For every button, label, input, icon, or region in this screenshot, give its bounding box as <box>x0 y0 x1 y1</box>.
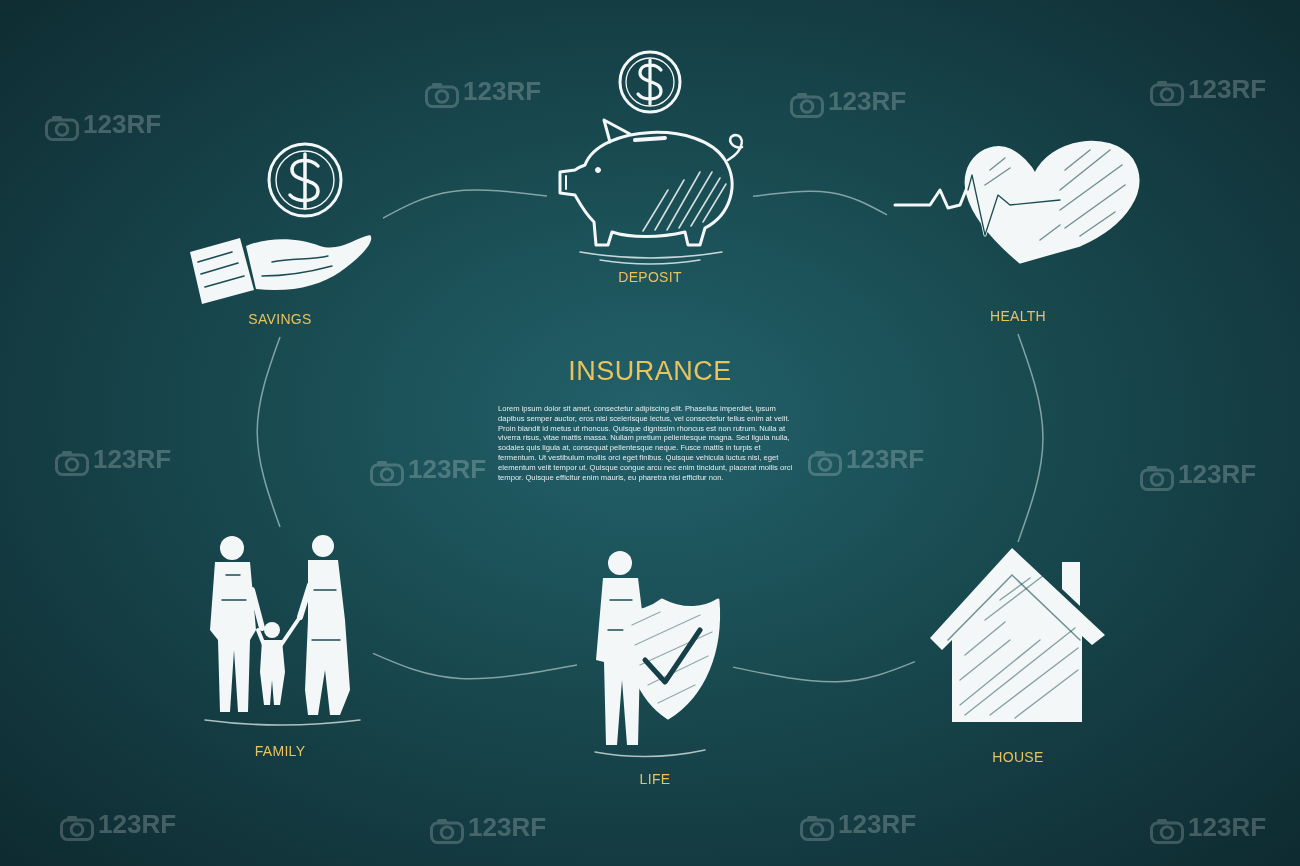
ring-arc <box>753 191 887 215</box>
watermark-icons-part <box>1142 466 1173 490</box>
savings-icon-part <box>290 154 318 208</box>
watermark-text: 123RF <box>83 109 161 139</box>
watermark-icons-part <box>792 93 823 117</box>
family-icon-part <box>252 590 262 628</box>
family-icon-part <box>222 575 340 640</box>
diagram-title: INSURANCE <box>450 355 850 387</box>
family-icon-part <box>258 617 300 645</box>
life-icon <box>595 551 719 757</box>
icon-node: HOUSE <box>918 545 1118 772</box>
watermark-text: 123RF <box>828 86 906 116</box>
ring-arc <box>383 190 547 218</box>
node-label: HOUSE <box>918 748 1118 766</box>
watermark-icons-part <box>810 451 841 475</box>
ring-arc <box>257 337 280 527</box>
health-icon-part <box>968 175 1060 235</box>
icon-node: DEPOSIT <box>550 72 750 292</box>
health-icon <box>895 142 1138 262</box>
watermark-icons-part <box>372 461 403 485</box>
family-icon-part <box>220 536 244 560</box>
ring-arc <box>1018 334 1043 542</box>
watermark-icons <box>47 81 1183 843</box>
icon-node: HEALTH <box>890 135 1146 331</box>
family-icon-part <box>264 622 280 638</box>
watermark-icons-part <box>802 816 833 840</box>
watermark-icons-part <box>62 816 93 840</box>
deposit-icon-part <box>728 135 742 160</box>
house-icon-part <box>948 575 1080 640</box>
icon-node: SAVINGS <box>180 130 380 334</box>
savings-icon-part <box>198 252 244 287</box>
life-icon-part <box>645 630 700 682</box>
watermark-icons-part <box>47 116 78 140</box>
body-text: Lorem ipsum dolor sit amet, consectetur … <box>498 404 800 482</box>
savings-icon-part <box>269 144 341 216</box>
watermark-text: 123RF <box>1188 812 1266 842</box>
savings-icon <box>190 144 371 304</box>
health-icon-part <box>895 175 1060 235</box>
icon-node: LIFE <box>580 545 730 794</box>
deposit-icon <box>560 52 742 264</box>
deposit-icon-part <box>643 172 726 231</box>
watermark-text: 123RF <box>463 76 541 106</box>
savings-icon-part <box>246 235 371 290</box>
watermark-text: 123RF <box>98 809 176 839</box>
house-icon <box>930 548 1105 722</box>
watermark-text: 123RF <box>468 812 546 842</box>
watermark-text: 123RF <box>408 454 486 484</box>
watermark-icons-part <box>427 83 458 107</box>
watermark-icons-part <box>1152 819 1183 843</box>
ring-arc <box>733 662 915 682</box>
node-label: FAMILY <box>190 742 370 760</box>
watermark-text: 123RF <box>1188 74 1266 104</box>
life-icon-part <box>625 600 719 718</box>
deposit-icon-part <box>560 132 732 245</box>
family-icon-part <box>300 585 310 617</box>
family-icon-part <box>312 535 334 557</box>
deposit-icon-part <box>638 60 661 104</box>
family-icon-part <box>210 562 256 712</box>
life-icon-part <box>595 750 705 757</box>
family-icon-part <box>260 640 285 705</box>
deposit-icon-part <box>580 252 722 264</box>
ring-arc <box>373 653 577 678</box>
watermark-icons-part <box>1152 81 1183 105</box>
savings-icon-part <box>190 238 254 304</box>
life-icon-part <box>608 551 632 575</box>
deposit-icon-part <box>604 120 630 142</box>
watermark-icons-part <box>432 819 463 843</box>
deposit-icon-part <box>596 168 601 173</box>
watermark-text: 123RF <box>93 444 171 474</box>
node-label: LIFE <box>580 770 730 788</box>
icon-node: FAMILY <box>190 530 370 766</box>
node-label: SAVINGS <box>180 310 380 328</box>
watermark-text: 123RF <box>838 809 916 839</box>
deposit-icon-part <box>620 52 680 112</box>
family-icon <box>205 535 360 725</box>
house-icon-part <box>960 572 1078 718</box>
watermark-text: 123RF <box>1178 459 1256 489</box>
savings-icon-part <box>276 151 334 209</box>
life-icon-part <box>632 612 712 703</box>
watermark-icons-part <box>57 451 88 475</box>
node-label: HEALTH <box>890 307 1146 325</box>
house-icon-part <box>930 548 1105 722</box>
node-label: DEPOSIT <box>550 268 750 286</box>
savings-icon-part <box>262 256 332 276</box>
deposit-icon-part <box>635 138 665 140</box>
watermark-text: 123RF <box>846 444 924 474</box>
family-icon-part <box>205 720 360 725</box>
health-icon-part <box>985 150 1125 240</box>
deposit-icon-part <box>626 58 674 106</box>
deposit-icon-part <box>565 176 567 189</box>
